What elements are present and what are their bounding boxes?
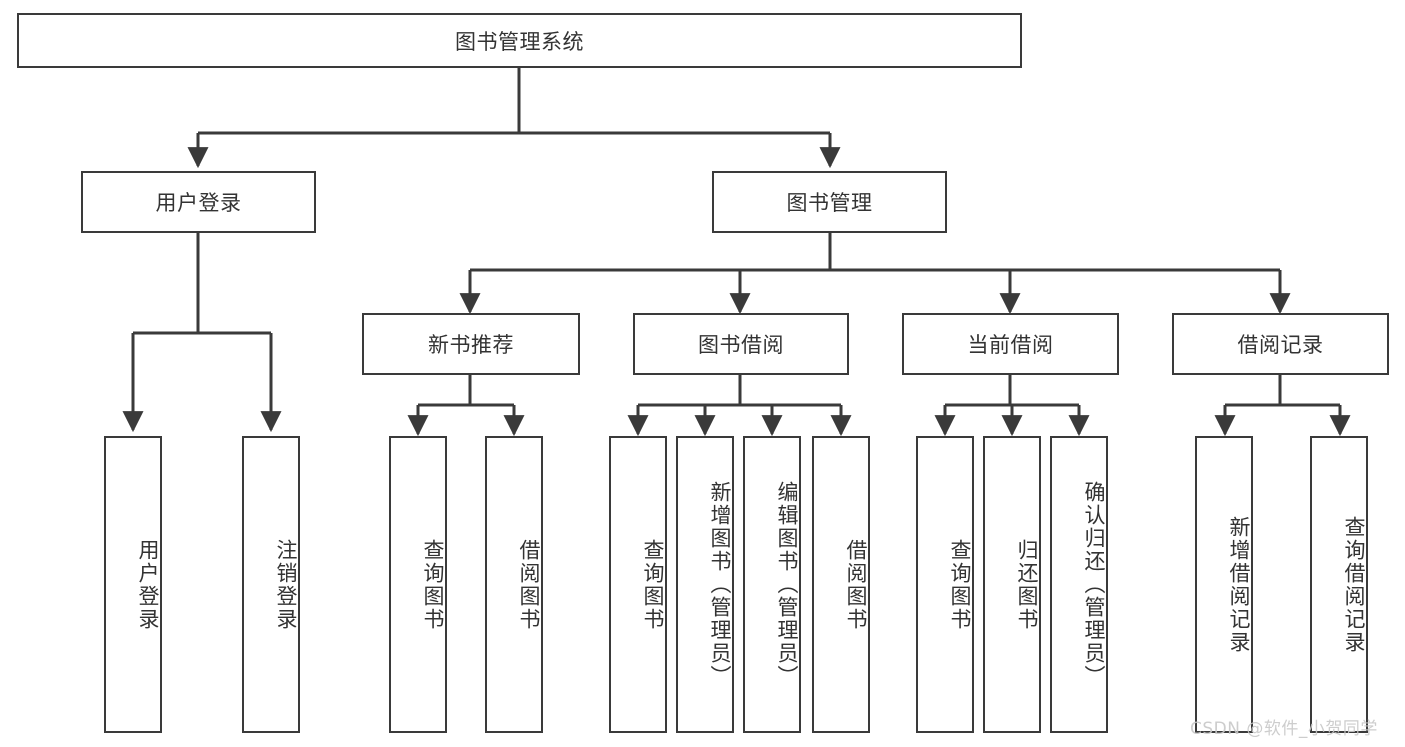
leaf-query-book-2-label: 查询图书 <box>641 538 665 631</box>
node-new-book-recommend-label: 新书推荐 <box>428 333 514 357</box>
leaf-query-book-1-label: 查询图书 <box>421 538 445 631</box>
leaf-user-logout[interactable]: 注销登录 <box>242 436 300 733</box>
leaf-query-record[interactable]: 查询借阅记录 <box>1310 436 1368 733</box>
leaf-query-book-3[interactable]: 查询图书 <box>916 436 974 733</box>
leaf-return-book[interactable]: 归还图书 <box>983 436 1041 733</box>
node-user-login[interactable]: 用户登录 <box>81 171 316 233</box>
leaf-borrow-book-2-label: 借阅图书 <box>844 538 868 631</box>
node-user-login-label: 用户登录 <box>155 191 242 215</box>
node-current-borrow-label: 当前借阅 <box>967 333 1054 357</box>
leaf-query-book-3-label: 查询图书 <box>948 538 972 631</box>
node-new-book-recommend[interactable]: 新书推荐 <box>362 313 580 375</box>
leaf-add-book[interactable]: 新增图书（管理员） <box>676 436 734 733</box>
node-current-borrow[interactable]: 当前借阅 <box>902 313 1119 375</box>
node-root-label: 图书管理系统 <box>455 29 584 54</box>
leaf-add-record-label: 新增借阅记录 <box>1227 515 1251 654</box>
node-book-manage-label: 图书管理 <box>786 191 873 215</box>
leaf-user-login-label: 用户登录 <box>136 538 160 631</box>
leaf-edit-book[interactable]: 编辑图书（管理员） <box>743 436 801 733</box>
node-book-borrow-label: 图书借阅 <box>698 333 784 357</box>
leaf-return-book-label: 归还图书 <box>1015 538 1039 631</box>
leaf-user-logout-label: 注销登录 <box>274 538 298 631</box>
leaf-add-record[interactable]: 新增借阅记录 <box>1195 436 1253 733</box>
node-book-manage[interactable]: 图书管理 <box>712 171 947 233</box>
leaf-user-login[interactable]: 用户登录 <box>104 436 162 733</box>
node-root[interactable]: 图书管理系统 <box>17 13 1022 68</box>
node-book-borrow[interactable]: 图书借阅 <box>633 313 849 375</box>
leaf-borrow-book-1[interactable]: 借阅图书 <box>485 436 543 733</box>
leaf-borrow-book-2[interactable]: 借阅图书 <box>812 436 870 733</box>
leaf-edit-book-label: 编辑图书（管理员） <box>775 481 799 688</box>
leaf-confirm-return[interactable]: 确认归还（管理员） <box>1050 436 1108 733</box>
node-borrow-record-label: 借阅记录 <box>1237 333 1324 357</box>
node-borrow-record[interactable]: 借阅记录 <box>1172 313 1389 375</box>
leaf-add-book-label: 新增图书（管理员） <box>708 481 732 688</box>
leaf-borrow-book-1-label: 借阅图书 <box>517 538 541 631</box>
leaf-confirm-return-label: 确认归还（管理员） <box>1082 481 1106 688</box>
csdn-watermark: CSDN @软件_小贺同学 <box>1190 719 1378 739</box>
leaf-query-book-2[interactable]: 查询图书 <box>609 436 667 733</box>
leaf-query-record-label: 查询借阅记录 <box>1342 515 1366 654</box>
leaf-query-book-1[interactable]: 查询图书 <box>389 436 447 733</box>
